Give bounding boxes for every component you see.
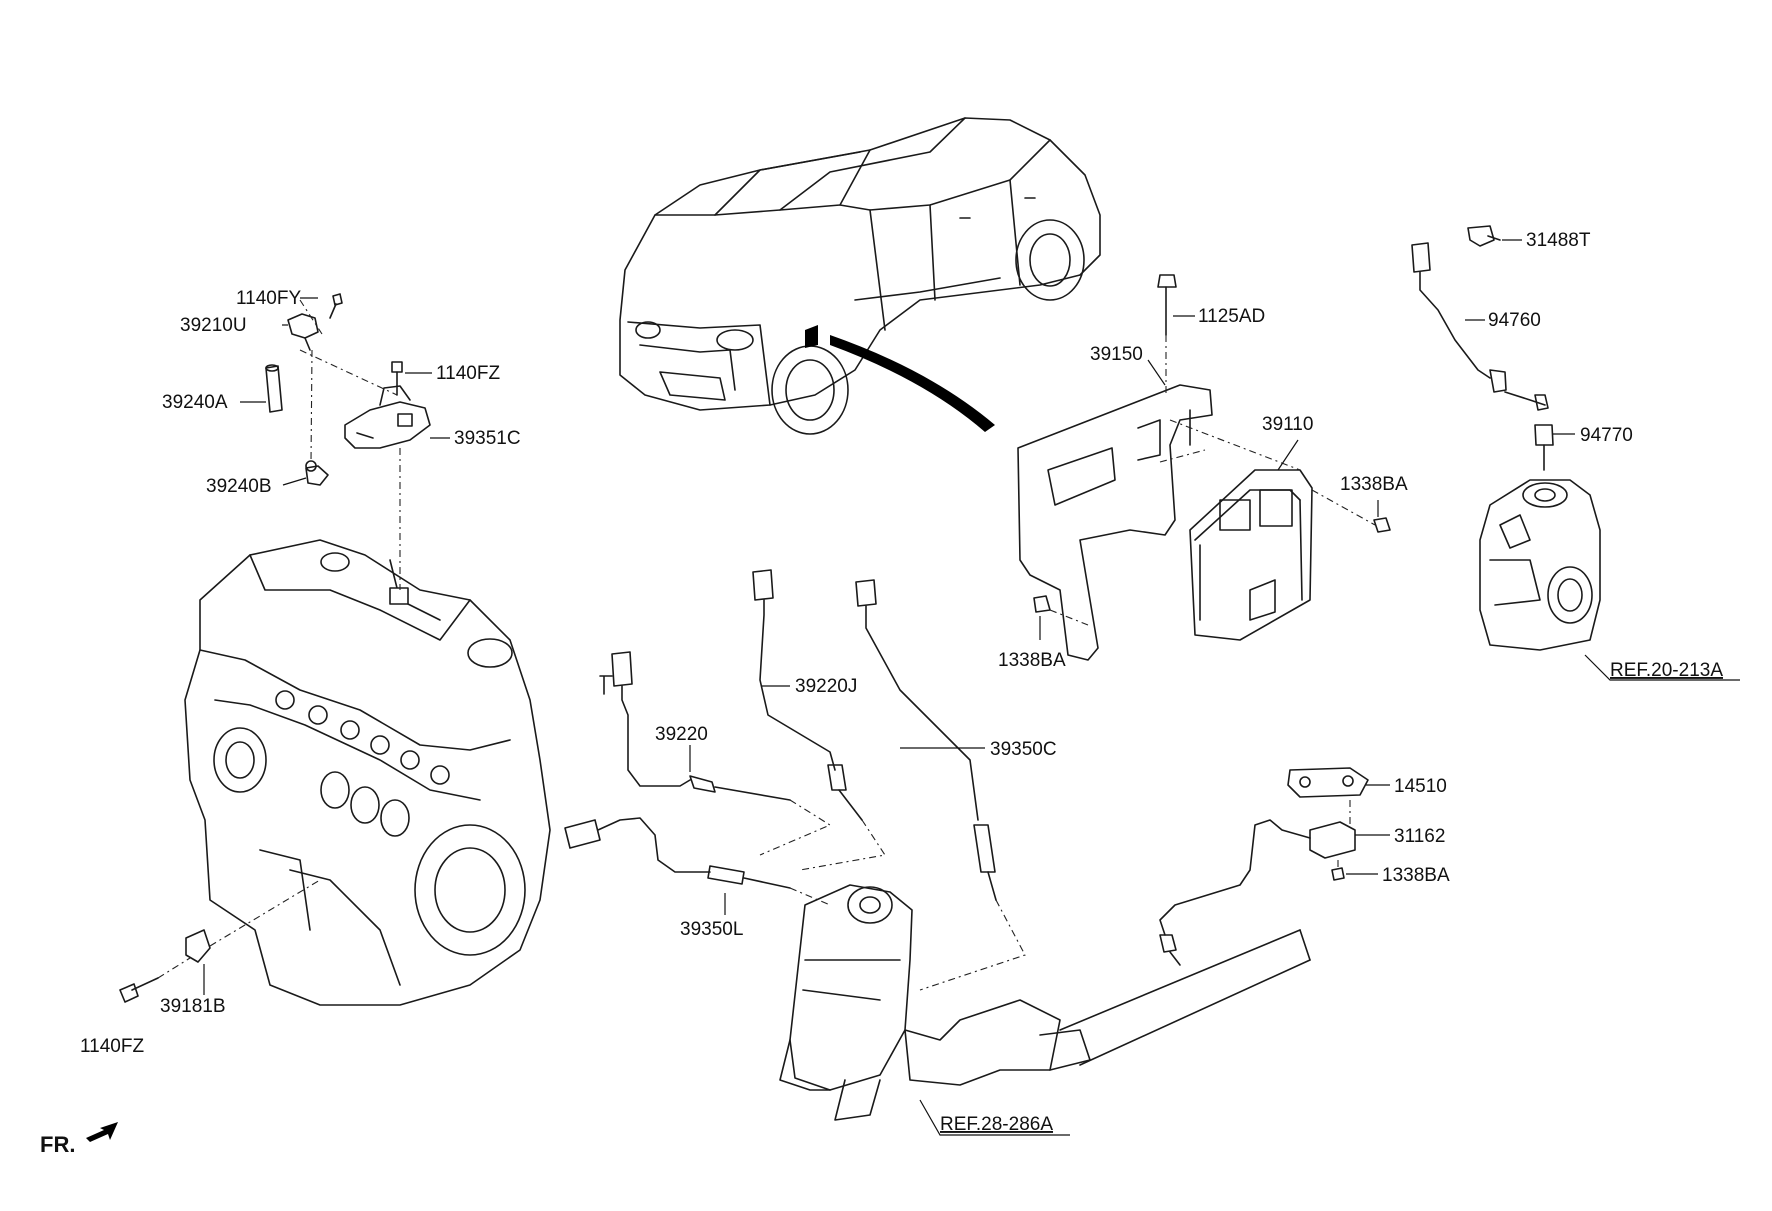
label-39220j: 39220J [795, 676, 857, 697]
engine-illustration [184, 539, 551, 1006]
label-39240a: 39240A [162, 392, 228, 413]
label-39350l: 39350L [680, 919, 743, 940]
label-14510: 14510 [1394, 776, 1447, 797]
vehicle-illustration [619, 117, 1101, 435]
ecu-39110 [1169, 419, 1376, 641]
label-1140fz-bottom: 1140FZ [80, 1036, 144, 1057]
label-94770: 94770 [1580, 425, 1633, 446]
sensor-39350l [564, 817, 831, 906]
bracket-39181b [119, 879, 321, 1003]
label-39220: 39220 [655, 724, 708, 745]
label-1338ba-ecu: 1338BA [1340, 474, 1408, 495]
label-31488t: 31488T [1526, 230, 1591, 251]
label-1140fy: 1140FY [236, 288, 301, 309]
label-39181b: 39181B [160, 996, 226, 1017]
label-94760: 94760 [1488, 310, 1541, 331]
sensor-group-exhaust [1159, 767, 1369, 966]
ecu-bracket-39150 [1017, 384, 1213, 661]
arrow-icon [86, 1122, 118, 1142]
label-39110: 39110 [1262, 414, 1313, 435]
sensor-39350c [855, 579, 1026, 991]
label-39350c: 39350C [990, 739, 1057, 760]
ref-20-213a: REF.20-213A [1610, 660, 1723, 681]
leader-lines [203, 239, 1740, 1136]
front-marker: FR. [40, 1122, 118, 1157]
label-1125ad: 1125AD [1198, 306, 1265, 327]
label-39210u: 39210U [180, 315, 247, 336]
part-labels: 1140FY 39210U 39240A 39240B 1140FZ 39351… [80, 230, 1723, 1135]
label-31162: 31162 [1394, 826, 1445, 847]
label-39351c: 39351C [454, 428, 521, 449]
label-1140fz-top: 1140FZ [436, 363, 500, 384]
fasteners-ecu [1033, 274, 1391, 626]
sensor-39220 [599, 651, 832, 856]
sensor-group-right [1411, 225, 1601, 651]
sensor-39220j [752, 569, 886, 871]
catalytic-converter [779, 884, 1311, 1121]
label-39150: 39150 [1090, 344, 1143, 365]
label-1338ba-exhaust: 1338BA [1382, 865, 1450, 886]
label-39240b: 39240B [206, 476, 272, 497]
sensor-group-left [265, 293, 431, 590]
front-label: FR. [40, 1132, 75, 1157]
ref-28-286a: REF.28-286A [940, 1114, 1053, 1135]
label-1338ba-bracket: 1338BA [998, 650, 1066, 671]
